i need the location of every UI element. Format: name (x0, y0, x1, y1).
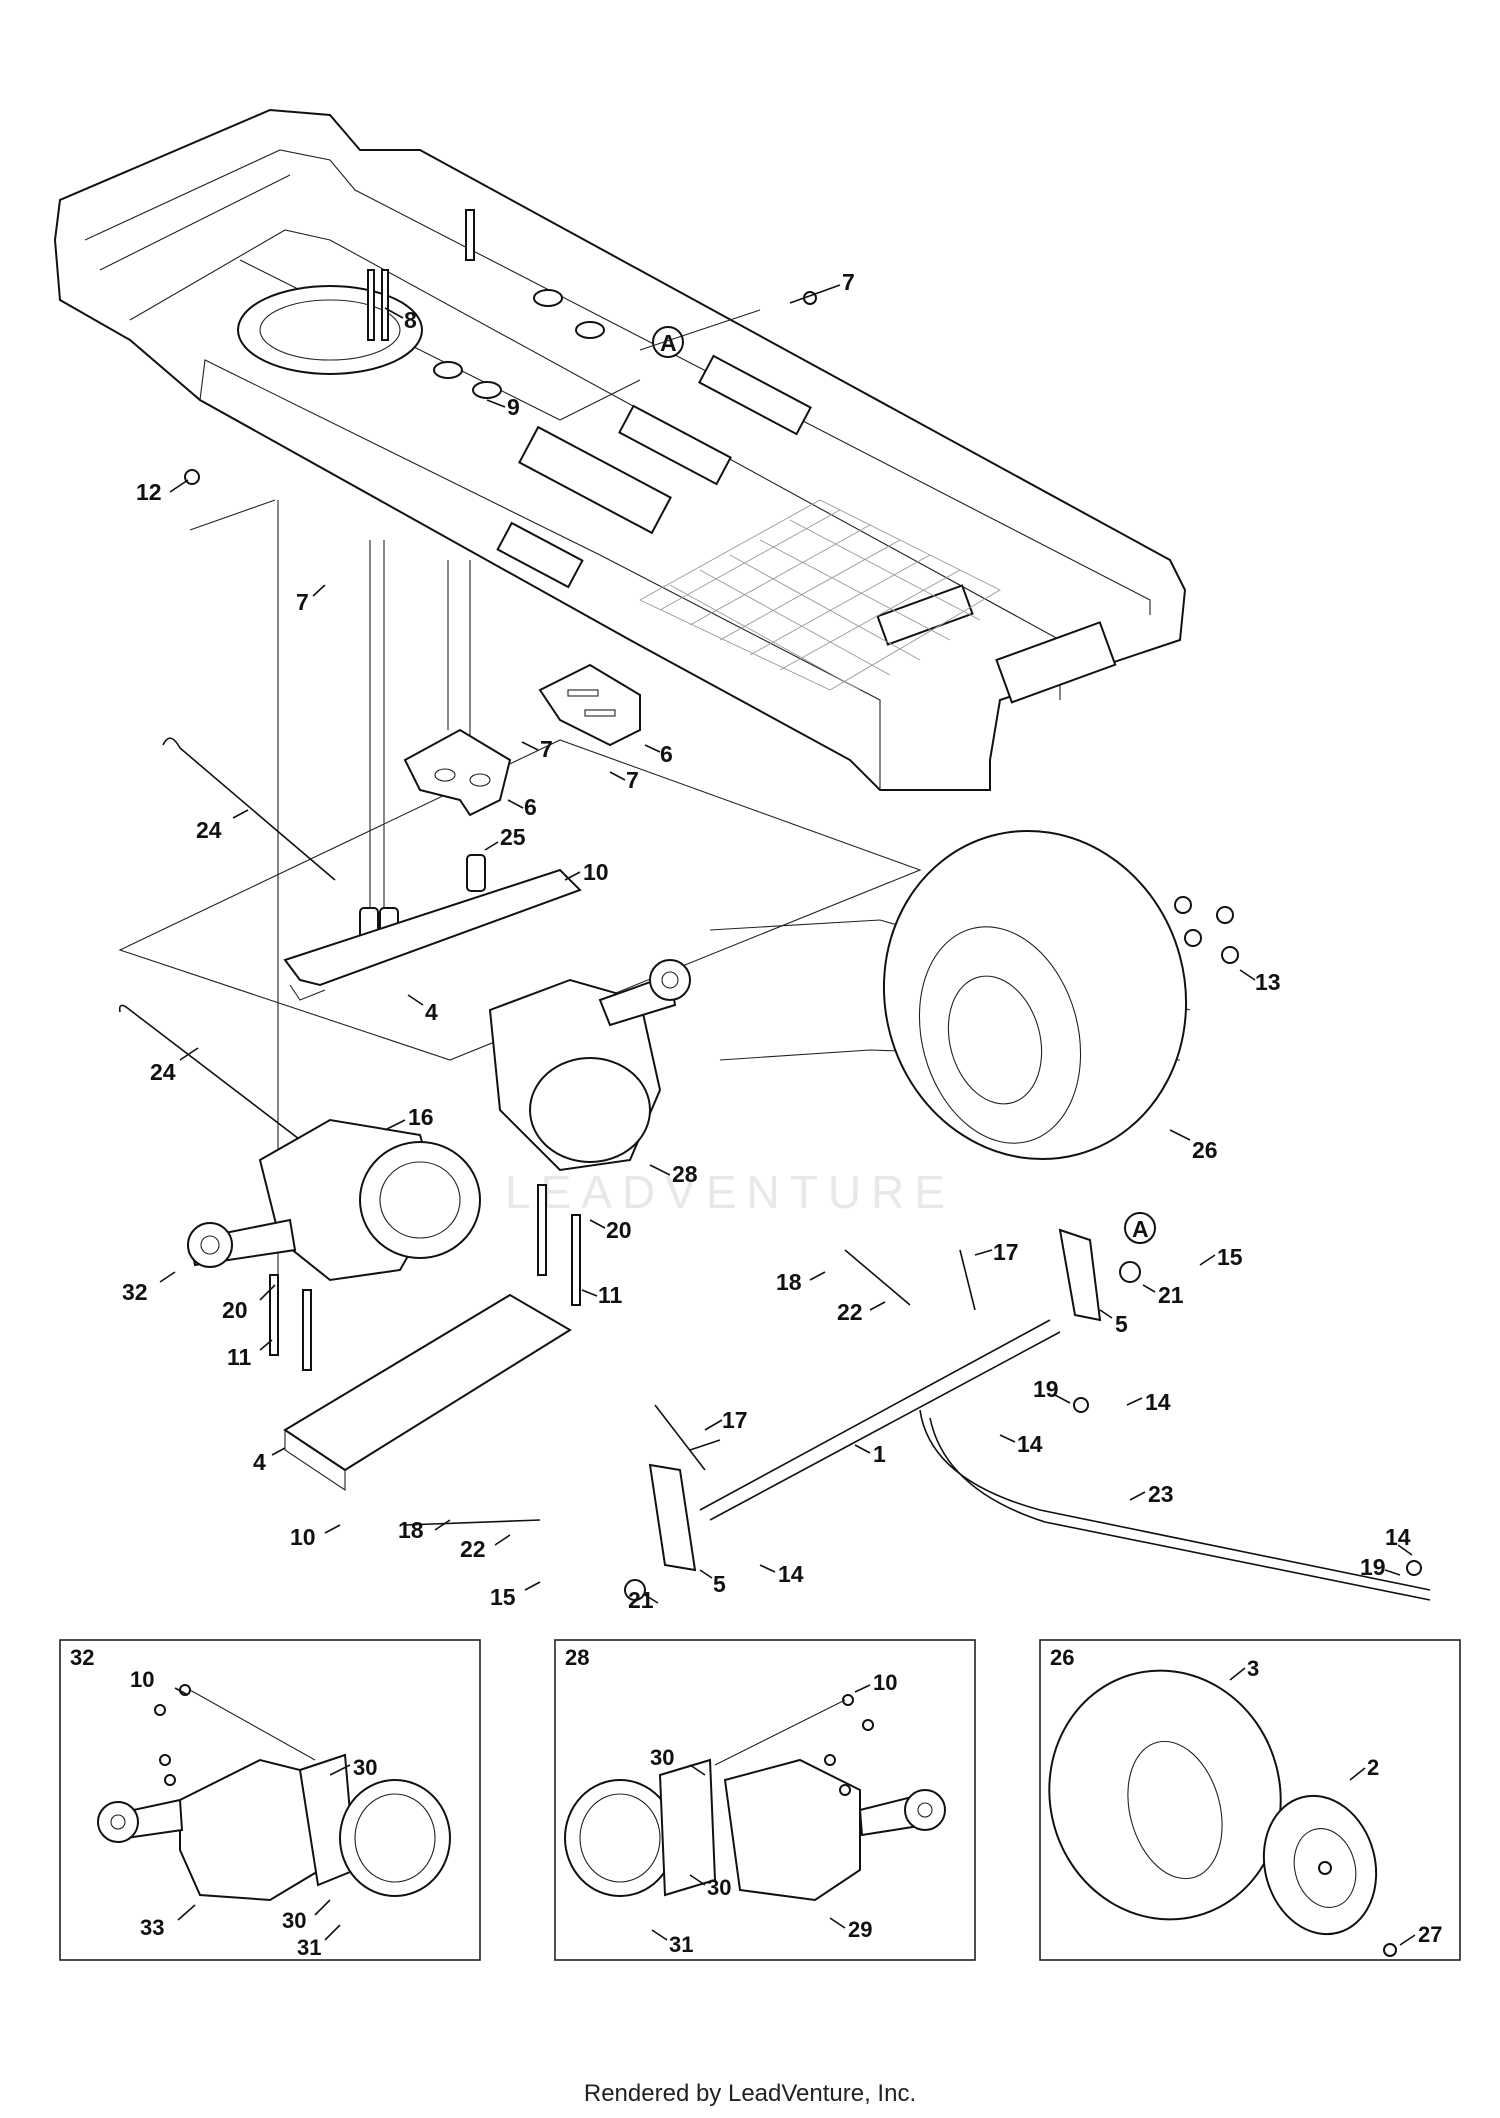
callout-1: 1 (873, 1441, 886, 1467)
callout-16: 16 (408, 1104, 434, 1130)
callout-6: 6 (660, 741, 673, 767)
mount-plate-lower (283, 1293, 572, 1492)
transaxle-right (488, 959, 691, 1172)
reference-marker-top: A (652, 326, 684, 358)
inset-callout-30: 30 (650, 1745, 674, 1770)
mounting-bracket-upper (538, 663, 641, 747)
callout-14: 14 (1145, 1389, 1171, 1415)
inset-callout-2: 2 (1367, 1755, 1379, 1780)
callout-18: 18 (398, 1517, 424, 1543)
inset-callout-30: 30 (282, 1908, 306, 1933)
callout-26: 26 (1192, 1137, 1218, 1163)
inset-callout-31: 31 (669, 1932, 693, 1957)
callout-10: 10 (583, 859, 609, 885)
rear-wheel (882, 829, 1239, 1161)
marker-label: A (1132, 1216, 1149, 1242)
mounting-bracket-lower (403, 728, 512, 817)
inset-callout-30: 30 (353, 1755, 377, 1780)
callout-10: 10 (290, 1524, 316, 1550)
inset-callout-30: 30 (707, 1875, 731, 1900)
callout-25: 25 (500, 824, 526, 850)
callout-17: 17 (993, 1239, 1019, 1265)
inset-panel-right: 26 3 2 27 (1039, 1639, 1461, 1961)
callout-24: 24 (196, 817, 222, 843)
frame-assembly (53, 108, 1187, 791)
inset-callout-31: 31 (297, 1935, 321, 1960)
frame-bolts (184, 209, 817, 485)
callout-19: 19 (1360, 1554, 1386, 1580)
callout-15: 15 (1217, 1244, 1243, 1270)
callout-9: 9 (507, 394, 520, 420)
callout-12: 12 (136, 479, 162, 505)
callout-21: 21 (628, 1587, 654, 1613)
callout-5: 5 (713, 1571, 726, 1597)
callout-24: 24 (150, 1059, 176, 1085)
callout-19: 19 (1033, 1376, 1059, 1402)
callout-11: 11 (598, 1282, 623, 1308)
callout-7: 7 (626, 767, 639, 793)
inset-callout-29: 29 (848, 1917, 872, 1942)
reference-marker-bottom: A (1124, 1212, 1156, 1244)
callout-7: 7 (842, 269, 855, 295)
transaxle-left (187, 1118, 481, 1282)
callout-20: 20 (606, 1217, 632, 1243)
inset-panel-left: 32 10 30 30 33 31 (59, 1639, 481, 1961)
inset-panel-middle: 28 10 30 30 31 29 (554, 1639, 976, 1961)
callout-14: 14 (1385, 1524, 1411, 1550)
callout-13: 13 (1255, 969, 1281, 995)
callout-28: 28 (672, 1161, 698, 1187)
inset-callout-10: 10 (130, 1667, 154, 1692)
callout-32: 32 (122, 1279, 148, 1305)
callout-4: 4 (425, 999, 438, 1025)
callout-20: 20 (222, 1297, 248, 1323)
linkage-assembly (404, 1228, 1431, 1601)
callout-11: 11 (227, 1344, 252, 1370)
callout-17: 17 (722, 1407, 748, 1433)
inset-callout-3: 3 (1247, 1656, 1259, 1681)
callout-4: 4 (253, 1449, 266, 1475)
mount-plate-upper (283, 868, 582, 1001)
callout-6: 6 (524, 794, 537, 820)
callout-15: 15 (490, 1584, 516, 1610)
inset-number: 26 (1050, 1645, 1074, 1670)
inset-number: 32 (70, 1645, 94, 1670)
marker-label: A (660, 330, 677, 356)
callout-7: 7 (540, 736, 553, 762)
watermark-text: LEADVENTURE (505, 1166, 955, 1218)
callout-22: 22 (460, 1536, 486, 1562)
footer-credit: Rendered by LeadVenture, Inc. (583, 2080, 917, 2107)
pump-control-rods (118, 737, 336, 1156)
callout-14: 14 (1017, 1431, 1043, 1457)
callout-7: 7 (296, 589, 309, 615)
inset-callout-27: 27 (1418, 1922, 1442, 1947)
callout-8: 8 (404, 307, 417, 333)
inset-number: 28 (565, 1645, 589, 1670)
callout-14: 14 (778, 1561, 804, 1587)
callout-5: 5 (1115, 1311, 1128, 1337)
callout-21: 21 (1158, 1282, 1184, 1308)
long-bolts (269, 1184, 581, 1371)
callout-22: 22 (837, 1299, 863, 1325)
inset-callout-10: 10 (873, 1670, 897, 1695)
inset-callout-33: 33 (140, 1915, 164, 1940)
callout-23: 23 (1148, 1481, 1174, 1507)
callout-18: 18 (776, 1269, 802, 1295)
callout-labels: 7 8 9 12 7 7 6 7 6 24 25 10 13 4 24 16 2… (122, 269, 1413, 1613)
